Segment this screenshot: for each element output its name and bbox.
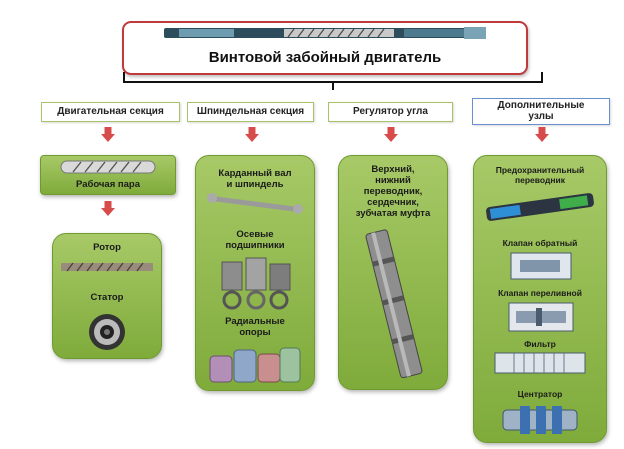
centralizer-image — [502, 406, 578, 434]
section-label-extra-line2: узлы — [528, 111, 554, 122]
panel-angle-regulator: Верхний, нижний переводник, сердечник, з… — [338, 155, 448, 390]
diagram-title: Винтовой забойный двигатель — [208, 49, 442, 66]
arrow-down-icon — [245, 127, 259, 142]
filter-image — [494, 352, 586, 374]
angle-line4: сердечник, — [367, 197, 419, 208]
extra-item5-label: Центратор — [517, 389, 563, 399]
panel-working-pair: Рабочая пара — [40, 155, 176, 195]
angle-line3: переводник, — [363, 186, 423, 197]
spindle-item1-line1: Карданный вал — [218, 168, 292, 179]
arrow-down-icon — [535, 127, 549, 142]
rotor-label: Ротор — [93, 242, 121, 253]
section-label-extra: Дополнительные узлы — [472, 98, 610, 125]
radial-supports-image — [209, 347, 301, 383]
working-pair-image — [60, 160, 156, 174]
check-valve-image — [510, 252, 572, 280]
extra-item4-label: Фильтр — [524, 339, 556, 349]
angle-line5: зубчатая муфта — [355, 208, 431, 219]
safety-sub-image — [486, 193, 594, 221]
motor-illustration — [164, 27, 486, 39]
arrow-down-icon — [101, 201, 115, 216]
section-label-engine: Двигательная секция — [41, 102, 180, 122]
extra-item1-line1: Предохранительный — [495, 165, 585, 175]
stator-image — [89, 314, 125, 350]
angle-line1: Верхний, — [371, 164, 415, 175]
section-label-extra-line1: Дополнительные — [497, 100, 585, 111]
stator-label: Статор — [90, 292, 124, 303]
angle-line2: нижний — [375, 175, 411, 186]
extra-item3-label: Клапан переливной — [498, 288, 582, 298]
cardan-shaft-image — [207, 193, 303, 214]
arrow-down-icon — [384, 127, 398, 142]
overflow-valve-image — [508, 302, 574, 332]
section-label-spindle: Шпиндельная секция — [187, 102, 314, 122]
extra-item2-label: Клапан обратный — [502, 238, 578, 248]
axial-bearings-image — [221, 257, 291, 310]
panel-rotor-stator: Ротор Статор — [52, 233, 162, 359]
title-box: Винтовой забойный двигатель — [122, 21, 528, 75]
rotor-image — [61, 262, 153, 272]
section-label-angle: Регулятор угла — [328, 102, 453, 122]
panel-additional-units: Предохранительный переводник Клапан обра… — [473, 155, 607, 443]
spindle-item3-line1: Радиальные — [225, 316, 285, 327]
panel-spindle: Карданный вал и шпиндель Осевые подшипни… — [195, 155, 315, 391]
spindle-item3-line2: опоры — [239, 327, 271, 338]
spindle-item2-line1: Осевые — [236, 229, 274, 240]
spindle-item1-line2: и шпиндель — [226, 179, 284, 190]
bracket-connector — [123, 72, 543, 90]
spindle-item2-line2: подшипники — [225, 240, 285, 251]
arrow-down-icon — [101, 127, 115, 142]
angle-regulator-image — [365, 229, 423, 379]
working-pair-label: Рабочая пара — [75, 179, 141, 190]
extra-item1-line2: переводник — [515, 175, 565, 185]
